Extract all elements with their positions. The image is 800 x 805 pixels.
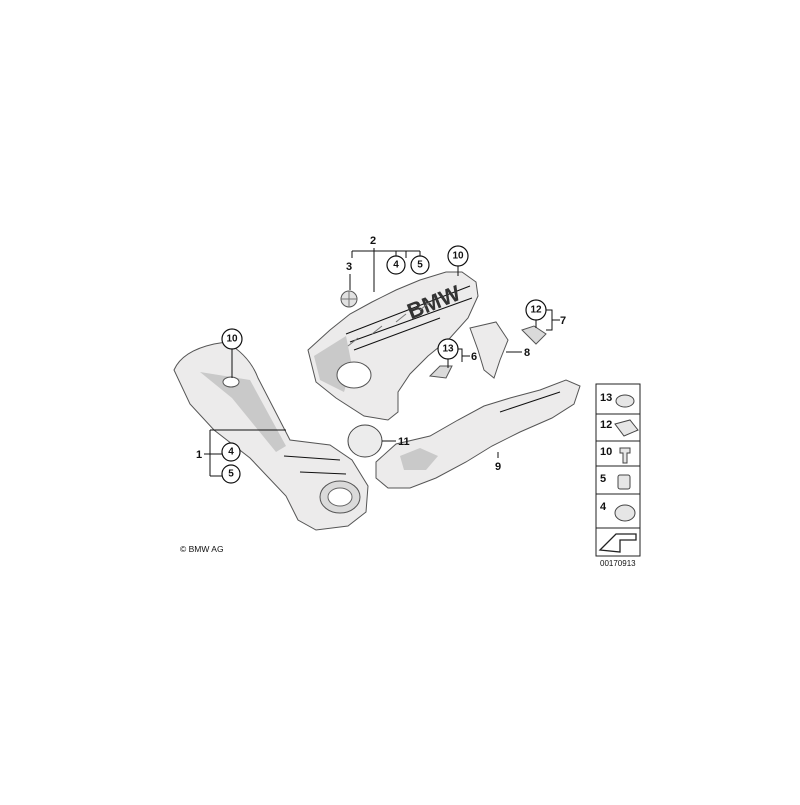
callout-4-left: 4	[228, 447, 234, 458]
callout-10-top: 10	[452, 251, 464, 262]
cover-emblem-recess	[336, 361, 372, 389]
callout-10-left: 10	[226, 334, 238, 345]
rubber-mount-4-icon	[614, 504, 636, 522]
engine-cover: BMW	[307, 271, 479, 421]
hardware-legend: 13 12 10 5 4 00170913	[595, 383, 641, 568]
callout-13: 13	[442, 344, 454, 355]
callout-12: 12	[530, 305, 542, 316]
callout-8: 8	[524, 347, 530, 359]
copyright: © BMW AG	[180, 544, 224, 554]
mount-grommet	[222, 376, 240, 388]
legend-13: 13	[600, 392, 612, 404]
clip-nut-12-icon	[614, 419, 639, 437]
bracket	[469, 321, 509, 379]
callout-7: 7	[560, 315, 566, 327]
callout-5-left: 5	[228, 469, 234, 480]
legend-10: 10	[600, 446, 612, 458]
left-intake-cover	[173, 341, 369, 531]
callout-5-top: 5	[417, 260, 423, 271]
cover-cap	[347, 424, 383, 458]
callout-1: 1	[196, 449, 202, 461]
callout-6: 6	[471, 351, 477, 363]
callout-2: 2	[370, 235, 376, 247]
callout-3: 3	[346, 261, 352, 273]
callout-11: 11	[398, 436, 410, 448]
bracket-clip	[521, 325, 547, 345]
screw-10-icon	[619, 447, 631, 464]
clip	[428, 365, 453, 379]
grommet-13-icon	[615, 394, 635, 408]
sleeve-5-icon	[617, 474, 631, 490]
legend-5: 5	[600, 473, 606, 485]
callout-9: 9	[495, 461, 501, 473]
callout-4-top: 4	[393, 260, 399, 271]
arrow-icon	[598, 533, 637, 553]
legend-4: 4	[600, 501, 607, 513]
right-cover	[375, 379, 581, 489]
legend-12: 12	[600, 419, 612, 431]
drawing-number: 00170913	[600, 559, 636, 568]
callouts: 2 3 4 5 10 12 7 13 6 8 10 1 4	[196, 235, 566, 484]
